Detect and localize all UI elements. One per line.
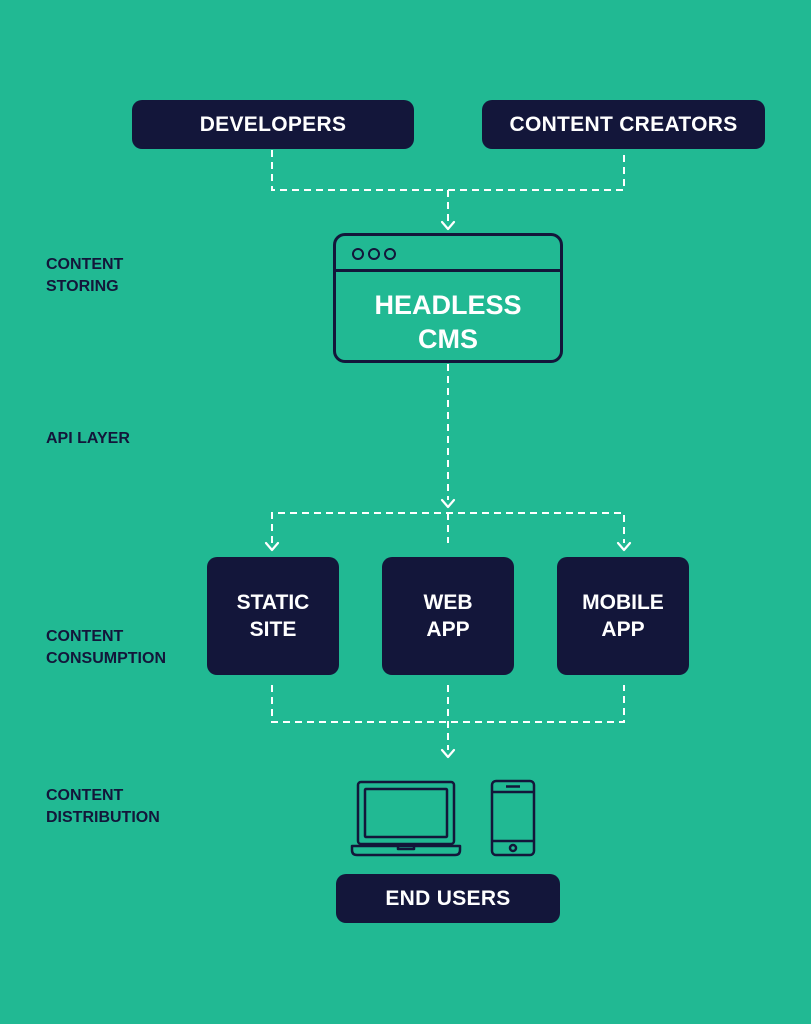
arrow-to-static-site-icon [264, 541, 280, 552]
layer-label-content-storing: CONTENT STORING [46, 254, 123, 298]
layer-label-line2: STORING [46, 278, 119, 295]
window-title-bar [336, 269, 560, 272]
end-users-label: END USERS [385, 886, 511, 910]
web-app-line1: WEB [423, 591, 473, 614]
mobile-app-box: MOBILE APP [557, 557, 689, 675]
developers-label: DEVELOPERS [199, 112, 347, 136]
window-dot-icon [384, 248, 396, 260]
headless-cms-title-line1: HEADLESS [374, 290, 522, 320]
content-creators-box: CONTENT CREATORS [482, 100, 765, 149]
web-app-box: WEB APP [382, 557, 514, 675]
window-dot-icon [368, 248, 380, 260]
layer-label-content-consumption: CONTENT CONSUMPTION [46, 626, 166, 670]
layer-label-line2: DISTRIBUTION [46, 809, 160, 826]
content-creators-label: CONTENT CREATORS [509, 112, 738, 136]
web-app-line2: APP [426, 618, 470, 641]
mobile-app-line1: MOBILE [582, 591, 664, 614]
static-site-line2: SITE [249, 618, 297, 641]
headless-cms-window: HEADLESS CMS [333, 233, 563, 363]
static-site-line1: STATIC [236, 591, 310, 614]
layer-label-line1: CONTENT [46, 787, 124, 804]
layer-label-line1: CONTENT [46, 256, 124, 273]
apps-merge-line [271, 685, 625, 723]
headless-cms-title-line2: CMS [418, 324, 478, 354]
end-users-box: END USERS [336, 874, 560, 923]
headless-cms-title: HEADLESS CMS [336, 288, 560, 356]
arrow-to-devices-icon [440, 748, 456, 759]
layer-label-api-layer: API LAYER [46, 428, 130, 450]
arrow-to-cms-icon [440, 220, 456, 231]
developers-box: DEVELOPERS [132, 100, 414, 149]
window-dot-icon [352, 248, 364, 260]
arrow-to-api-icon [440, 498, 456, 509]
layer-label-line1: API LAYER [46, 430, 130, 447]
laptop-icon [350, 780, 462, 857]
static-site-box: STATIC SITE [207, 557, 339, 675]
arrow-to-mobile-app-icon [616, 541, 632, 552]
smartphone-icon [490, 779, 536, 857]
layer-label-line2: CONSUMPTION [46, 650, 166, 667]
layer-label-content-distribution: CONTENT DISTRIBUTION [46, 785, 160, 829]
layer-label-line1: CONTENT [46, 628, 124, 645]
mobile-app-line2: APP [601, 618, 645, 641]
source-merge-line [271, 150, 625, 191]
